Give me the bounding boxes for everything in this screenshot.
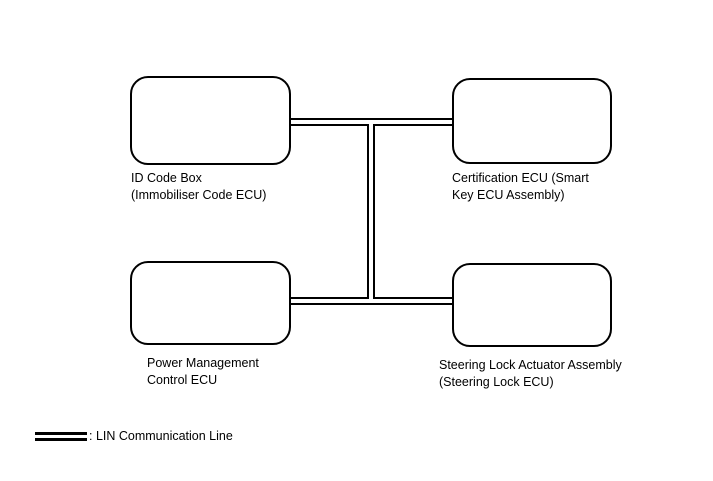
double-line-swatch-icon xyxy=(35,432,87,441)
node-label-power-management-control-ecu-line2: Control ECU xyxy=(147,373,218,387)
lin-bus-segment-vertical-trunk xyxy=(367,120,375,300)
lin-bus-segment-bottom-left xyxy=(289,297,375,305)
node-label-certification-ecu-line2: Key ECU Assembly) xyxy=(452,188,565,202)
lin-bus-segment-bottom-right xyxy=(367,297,454,305)
node-label-steering-lock-actuator-assembly: Steering Lock Actuator Assembly (Steerin… xyxy=(439,357,622,391)
node-id-code-box xyxy=(130,76,291,165)
node-label-id-code-box-line1: ID Code Box xyxy=(131,171,202,185)
node-power-management-control-ecu xyxy=(130,261,291,345)
node-label-power-management-control-ecu: Power Management Control ECU xyxy=(147,355,259,389)
legend-label: : LIN Communication Line xyxy=(89,429,233,443)
lin-bus-segment-top-left xyxy=(289,118,375,126)
node-label-steering-lock-actuator-assembly-line1: Steering Lock Actuator Assembly xyxy=(439,358,622,372)
node-label-power-management-control-ecu-line1: Power Management xyxy=(147,356,259,370)
lin-bus-segment-top-right xyxy=(367,118,454,126)
lin-bus-junction-bottom-gap-vertical xyxy=(369,292,373,302)
lin-bus-junction-bottom-tick-right xyxy=(373,297,375,299)
node-label-certification-ecu: Certification ECU (Smart Key ECU Assembl… xyxy=(452,170,589,204)
node-certification-ecu xyxy=(452,78,612,164)
lin-bus-junction-bottom-tick-left xyxy=(367,297,369,299)
node-label-id-code-box-line2: (Immobiliser Code ECU) xyxy=(131,188,267,202)
legend: : LIN Communication Line xyxy=(35,429,233,444)
node-steering-lock-actuator-assembly xyxy=(452,263,612,347)
lin-bus-junction-top-gap-vertical xyxy=(369,120,373,128)
node-label-id-code-box: ID Code Box (Immobiliser Code ECU) xyxy=(131,170,266,204)
lin-bus-junction-top-tick-left xyxy=(367,124,369,126)
node-label-steering-lock-actuator-assembly-line2: (Steering Lock ECU) xyxy=(439,375,554,389)
lin-bus-junction-top-tick-right xyxy=(373,124,375,126)
node-label-certification-ecu-line1: Certification ECU (Smart xyxy=(452,171,589,185)
